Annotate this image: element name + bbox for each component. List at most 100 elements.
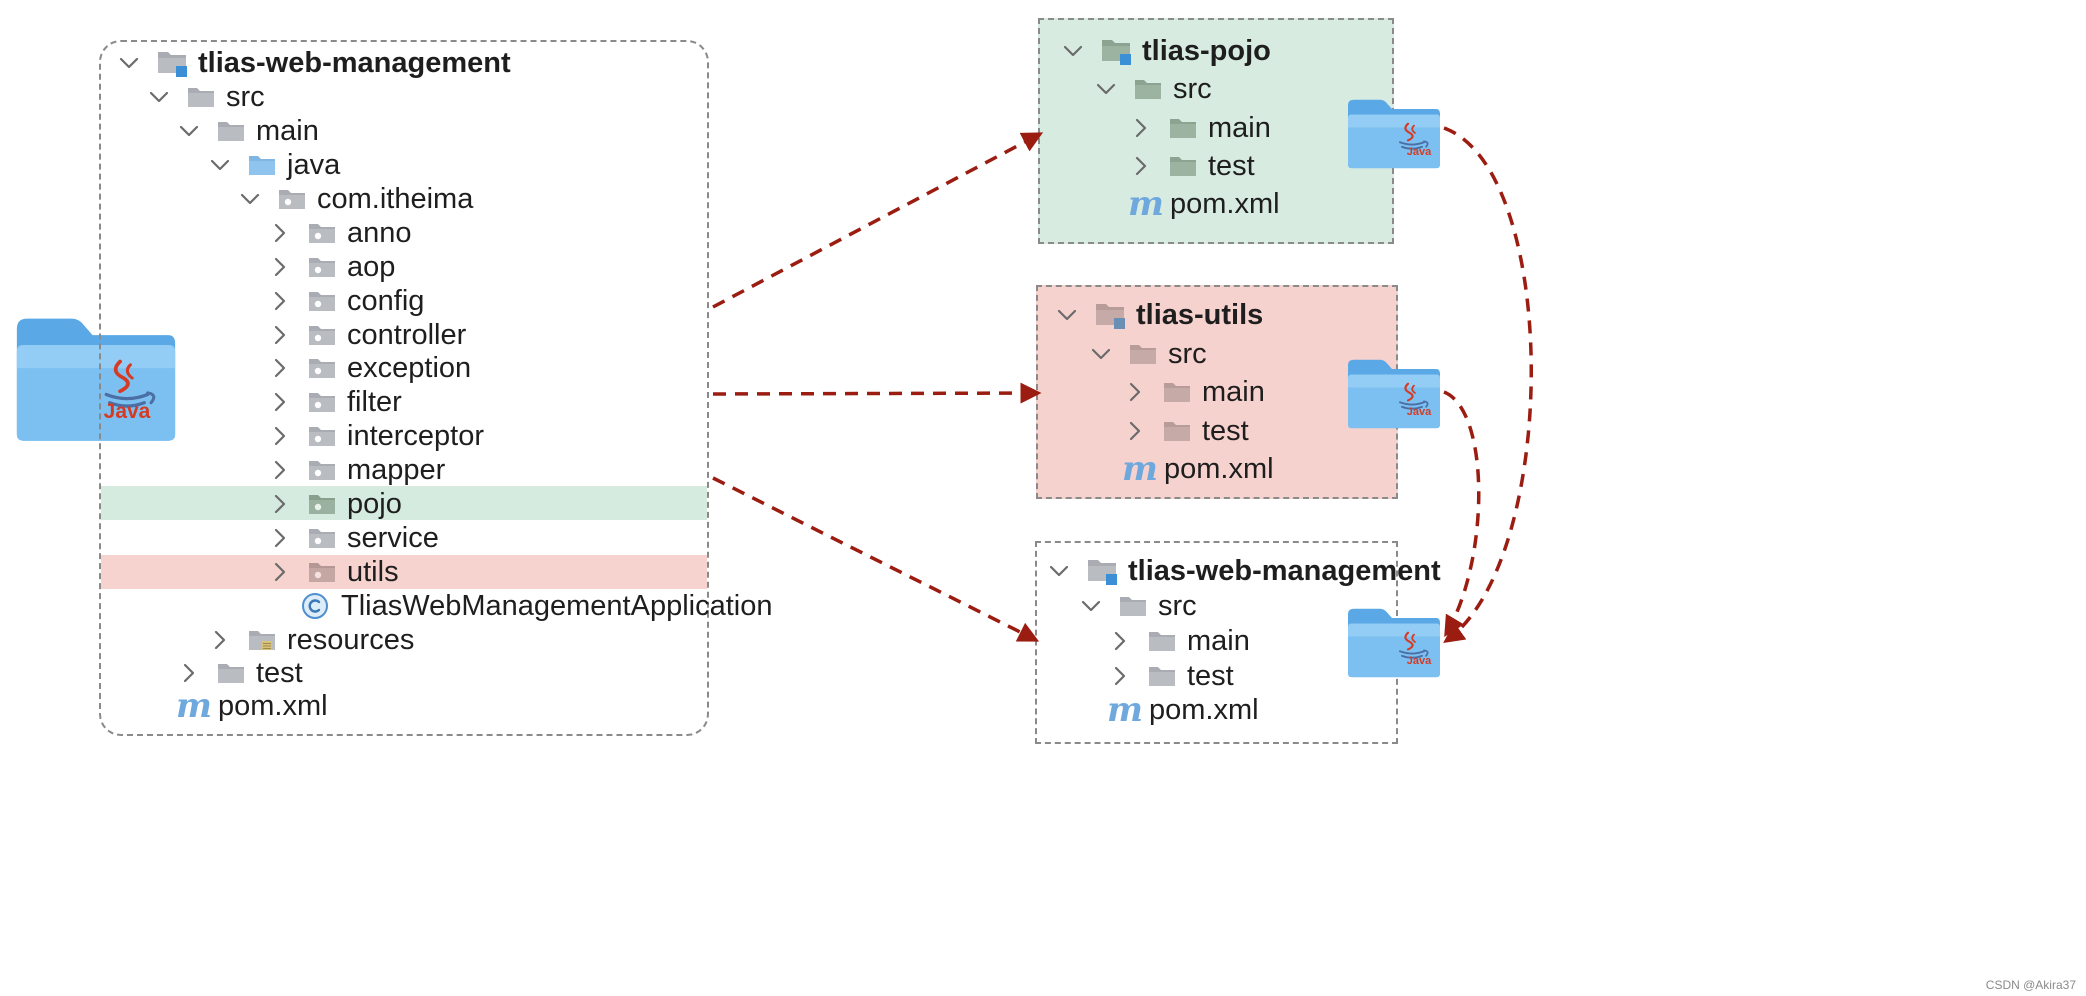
arrow-pojo-to-web — [1443, 126, 1533, 644]
folder-icon — [216, 118, 246, 144]
chevron-right-icon[interactable] — [267, 423, 293, 449]
chevron-down-icon[interactable] — [116, 50, 142, 76]
utils-row-test[interactable]: test — [1122, 411, 1249, 451]
chevron-down-icon[interactable] — [146, 84, 172, 110]
tree-row-exception[interactable]: exception — [267, 348, 471, 388]
chevron-right-icon[interactable] — [207, 627, 233, 653]
tree-row-utils[interactable]: utils — [267, 552, 399, 592]
chevron-down-icon[interactable] — [1078, 593, 1104, 619]
tree-label: utils — [347, 556, 399, 588]
web-row-src[interactable]: src — [1078, 586, 1197, 626]
web-row-pom[interactable]: m pom.xml — [1107, 690, 1259, 730]
folder-icon — [1168, 115, 1198, 141]
tree-row-src[interactable]: src — [146, 77, 265, 117]
chevron-right-icon[interactable] — [267, 355, 293, 381]
tree-row-main[interactable]: main — [176, 111, 319, 151]
chevron-right-icon[interactable] — [1128, 153, 1154, 179]
utils-row-root[interactable]: tlias-utils — [1054, 295, 1263, 335]
chevron-right-icon[interactable] — [267, 220, 293, 246]
folder-icon — [1128, 341, 1158, 367]
chevron-right-icon[interactable] — [267, 389, 293, 415]
folder-icon — [1168, 153, 1198, 179]
tree-row-pom[interactable]: m pom.xml — [176, 686, 328, 726]
tree-label: anno — [347, 217, 412, 249]
tree-row-service[interactable]: service — [267, 518, 439, 558]
tree-label: service — [347, 522, 439, 554]
chevron-right-icon[interactable] — [1122, 379, 1148, 405]
tree-row-aop[interactable]: aop — [267, 247, 395, 287]
web-row-test[interactable]: test — [1107, 656, 1234, 696]
package-icon — [307, 423, 337, 449]
tree-row-config[interactable]: config — [267, 281, 424, 321]
tree-label: com.itheima — [317, 183, 474, 215]
tree-label: src — [226, 81, 265, 113]
chevron-down-icon[interactable] — [1046, 558, 1072, 584]
chevron-down-icon[interactable] — [1093, 76, 1119, 102]
pojo-module-panel — [1038, 18, 1394, 244]
chevron-right-icon[interactable] — [267, 457, 293, 483]
pojo-row-src[interactable]: src — [1093, 69, 1212, 109]
java-folder-label: Java — [1406, 406, 1432, 418]
chevron-right-icon[interactable] — [267, 491, 293, 517]
tree-row-package[interactable]: com.itheima — [237, 179, 473, 219]
folder-icon — [1118, 593, 1148, 619]
pojo-row-pom[interactable]: m pom.xml — [1128, 184, 1280, 224]
pojo-row-test[interactable]: test — [1128, 146, 1255, 186]
utils-row-main[interactable]: main — [1122, 372, 1265, 412]
chevron-right-icon[interactable] — [1128, 115, 1154, 141]
tree-label: resources — [287, 624, 415, 656]
folder-icon — [1162, 379, 1192, 405]
chevron-right-icon[interactable] — [267, 322, 293, 348]
arrow-to-utils — [712, 382, 1042, 404]
tree-label: pom.xml — [1149, 694, 1259, 726]
tree-row-resources[interactable]: resources — [207, 620, 414, 660]
tree-row-java[interactable]: java — [207, 145, 340, 185]
utils-row-src[interactable]: src — [1088, 334, 1207, 374]
chevron-down-icon[interactable] — [1088, 341, 1114, 367]
pojo-row-main[interactable]: main — [1128, 108, 1271, 148]
folder-icon — [1147, 663, 1177, 689]
tree-label: test — [256, 657, 303, 689]
chevron-right-icon[interactable] — [267, 288, 293, 314]
web-row-main[interactable]: main — [1107, 621, 1250, 661]
tree-row-filter[interactable]: filter — [267, 382, 402, 422]
pojo-row-root[interactable]: tlias-pojo — [1060, 31, 1271, 71]
tree-label: tlias-web-management — [198, 47, 511, 79]
tree-label: src — [1173, 73, 1212, 105]
chevron-right-icon[interactable] — [176, 660, 202, 686]
tree-row-test[interactable]: test — [176, 653, 303, 693]
package-icon — [307, 254, 337, 280]
java-folder-label: Java — [1406, 146, 1432, 158]
package-icon — [307, 355, 337, 381]
chevron-down-icon[interactable] — [207, 152, 233, 178]
tree-label: interceptor — [347, 420, 485, 452]
tree-row-pojo[interactable]: pojo — [267, 484, 402, 524]
chevron-right-icon[interactable] — [1122, 418, 1148, 444]
tree-label: java — [287, 149, 341, 181]
module-icon — [1086, 556, 1120, 586]
tree-row-app-class[interactable]: TliasWebManagementApplication — [301, 586, 772, 626]
chevron-down-icon[interactable] — [176, 118, 202, 144]
chevron-down-icon[interactable] — [237, 186, 263, 212]
tree-label: exception — [347, 352, 472, 384]
chevron-right-icon[interactable] — [1107, 628, 1133, 654]
folder-icon — [186, 84, 216, 110]
web-row-root[interactable]: tlias-web-management — [1046, 551, 1441, 591]
tree-row-anno[interactable]: anno — [267, 213, 412, 253]
maven-m-icon: m — [1128, 184, 1164, 224]
package-icon — [307, 288, 337, 314]
main-project-tree — [99, 40, 709, 736]
chevron-right-icon[interactable] — [267, 254, 293, 280]
chevron-right-icon[interactable] — [267, 525, 293, 551]
java-folder-icon: Java — [1344, 96, 1444, 170]
chevron-down-icon[interactable] — [1060, 38, 1086, 64]
tree-row-mapper[interactable]: mapper — [267, 450, 445, 490]
utils-row-highlight — [101, 555, 707, 589]
utils-row-pom[interactable]: m pom.xml — [1122, 449, 1274, 489]
tree-row-controller[interactable]: controller — [267, 315, 466, 355]
tree-row-interceptor[interactable]: interceptor — [267, 416, 484, 456]
chevron-right-icon[interactable] — [1107, 663, 1133, 689]
chevron-down-icon[interactable] — [1054, 302, 1080, 328]
tree-row-root[interactable]: tlias-web-management — [116, 43, 511, 83]
chevron-right-icon[interactable] — [267, 559, 293, 585]
